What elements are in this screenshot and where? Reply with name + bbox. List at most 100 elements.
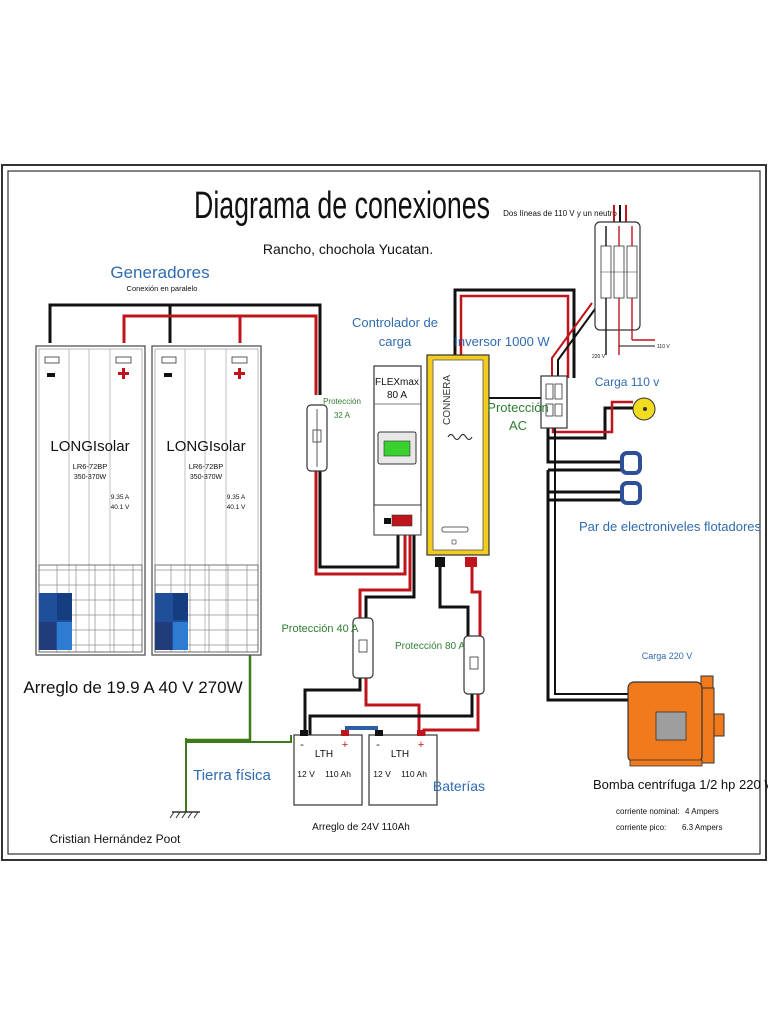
protection-32a [306, 404, 328, 472]
controller-label-1: Controlador de [352, 315, 438, 330]
pump-peak-value: 6.3 Ampers [682, 823, 722, 832]
float-sensor-2 [620, 481, 642, 505]
float2-wire-a [546, 470, 622, 494]
p40-to-battery-neg [303, 674, 362, 735]
battery2-neg: - [376, 739, 380, 751]
charge-controller [373, 365, 422, 536]
p80-to-battery-neg [308, 694, 474, 735]
panel1-pos-terminal [115, 356, 132, 364]
inverter-pos-to-p80 [470, 567, 482, 640]
pump-label: Bomba centrífuga 1/2 hp 220 V [593, 777, 768, 792]
inverter [426, 354, 490, 567]
ground-wire [186, 655, 252, 742]
inner-frame [7, 170, 761, 855]
battery1-capacity: 110 Ah [325, 769, 351, 779]
panel2-current: 9.35 A [227, 494, 246, 501]
controller-label-2: carga [379, 334, 412, 349]
protection-ac [540, 375, 568, 429]
page-title: Diagrama de conexiones [194, 185, 490, 227]
protection-32a-label-2: 32 A [334, 411, 351, 420]
author-credit: Cristian Hernández Poot [50, 832, 181, 846]
load-110-lamp [632, 397, 656, 421]
panel1-model: LR6-72BP [73, 462, 108, 471]
panel1-current: 9.35 A [111, 494, 130, 501]
float-sensor-1 [620, 451, 642, 475]
panel2-model: LR6-72BP [189, 462, 224, 471]
battery1-pos: + [342, 739, 348, 751]
battery1-brand: LTH [315, 749, 333, 760]
pump-peak-label: corriente pico: [616, 823, 666, 832]
wiring [48, 288, 633, 819]
supply-breaker-panel [594, 205, 655, 355]
protection-80a [463, 635, 485, 695]
generators-label: Generadores [110, 263, 209, 282]
inverter-brand: CONNERA [442, 375, 453, 425]
load-110-label: Carga 110 v [595, 375, 659, 389]
outer-frame [1, 164, 767, 861]
battery1-neg: - [300, 739, 304, 751]
supply-110v-label: 110 V [657, 344, 670, 350]
panel1-brand: LONGIsolar [50, 438, 129, 455]
panel1-minus-icon [47, 373, 55, 377]
controller-lcd [383, 440, 411, 457]
pump-nominal-value: 4 Ampers [685, 807, 719, 816]
battery-1 [293, 730, 363, 806]
load110-black [546, 406, 633, 440]
panel-positive-bus [122, 314, 318, 395]
controller-model-1: FLEXmax [375, 377, 419, 388]
floats-label: Par de electroniveles flotadores [579, 519, 762, 534]
pv-array-label: Arreglo de 19.9 A 40 V 270W [23, 678, 242, 697]
panel2-brand: LONGIsolar [166, 438, 245, 455]
ground-hatch [169, 811, 199, 819]
panel2-plus-icon [234, 368, 245, 379]
solar-panel-2: LONGIsolar LR6-72BP 350-370W 9.35 A 40.1… [151, 345, 262, 656]
protection-ac-label-1: Protección [487, 400, 548, 415]
controller-to-p40-red [358, 520, 412, 620]
supply-lines-label: Dos líneas de 110 V y un neutro [503, 209, 617, 218]
pv-positive-to-controller [314, 450, 407, 576]
inverter-ac-out-black [453, 288, 576, 378]
battery2-pos: + [418, 739, 424, 751]
supply-to-pac-red [551, 302, 593, 378]
inverter-label: Inversor 1000 W [454, 334, 550, 349]
battery2-voltage: 12 V [373, 769, 391, 779]
controller-model-2: 80 A [387, 390, 407, 401]
panel1-voltage: 40.1 V [111, 504, 130, 511]
battery2-capacity: 110 Ah [401, 769, 427, 779]
sine-wave-icon [447, 433, 473, 441]
protection-ac-label-2: AC [509, 418, 527, 433]
float1-wire-a [546, 438, 622, 464]
panel1-plus-icon [118, 368, 129, 379]
pump-wire-a [546, 500, 628, 702]
battery-2 [368, 730, 438, 806]
panel2-pos-terminal [231, 356, 248, 364]
pump-nominal-label: corriente nominal: [616, 807, 680, 816]
panel1-range: 350-370W [74, 474, 107, 481]
pump-wire-b [554, 425, 628, 695]
load-220-label: Carga 220 V [642, 651, 693, 661]
supply-220v-label: 220 V [592, 354, 606, 360]
supply-to-pac-black [557, 304, 599, 378]
parallel-note: Conexión en paralelo [127, 284, 198, 293]
p40-to-battery-pos [364, 674, 421, 735]
centrifugal-pump [627, 675, 725, 767]
protection-40a-label: Protección 40 A [281, 623, 359, 635]
solar-panel-1: LONGIsolar LR6-72BP 350-370W 9.35 A 40.1… [35, 345, 146, 656]
panel1-neg-terminal [44, 356, 60, 364]
panel2-neg-terminal [161, 356, 177, 364]
page-subtitle: Rancho, chochola Yucatan. [263, 241, 433, 257]
protection-32a-label-1: Protección [323, 397, 361, 406]
ground-label: Tierra física [193, 767, 271, 784]
batteries-label: Baterías [433, 778, 485, 794]
battery1-voltage: 12 V [297, 769, 315, 779]
inverter-neg-to-p80 [438, 567, 470, 640]
battery2-brand: LTH [391, 749, 409, 760]
protection-80a-label: Protección 80 A [395, 641, 465, 652]
battery-array-label: Arreglo de 24V 110Ah [312, 822, 410, 833]
panel-negative-bus [48, 303, 322, 395]
controller-to-p40-black [364, 520, 416, 620]
battery-ground-wire [186, 735, 292, 743]
load110-red [551, 400, 633, 434]
panel2-range: 350-370W [190, 474, 223, 481]
